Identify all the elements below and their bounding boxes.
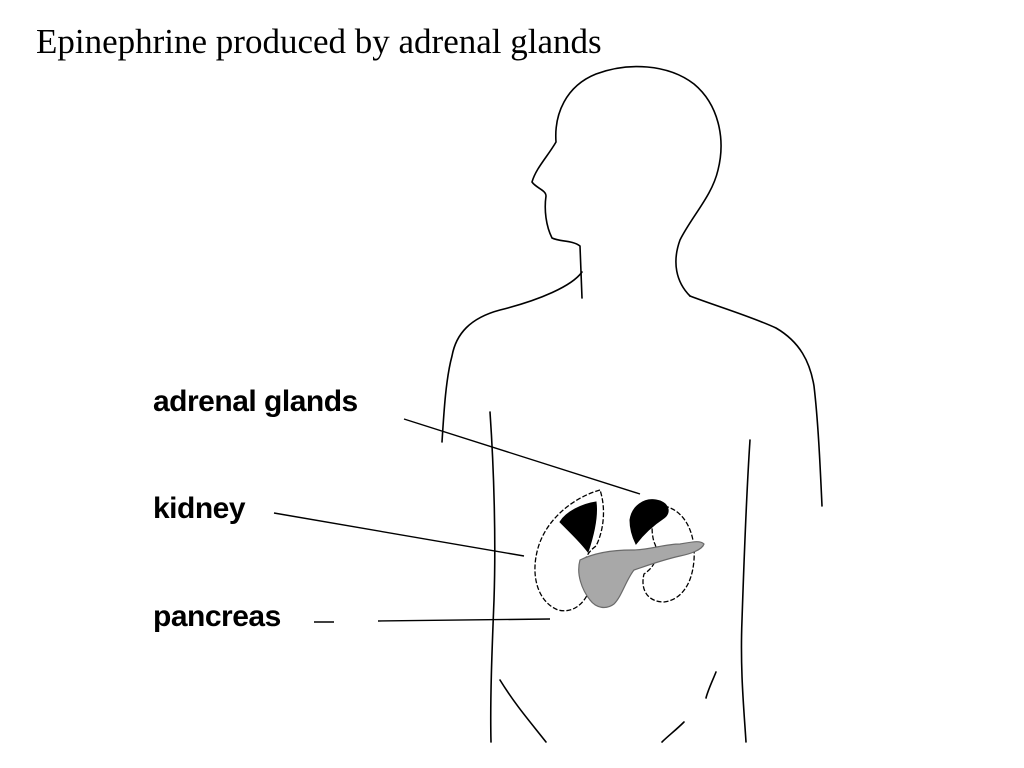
right-torso-outline [740, 439, 751, 743]
left-shoulder-outline [441, 271, 583, 443]
right-kidney [642, 505, 695, 603]
left-torso-outline [489, 411, 496, 743]
kidneys [534, 489, 695, 612]
pancreas-leader [377, 618, 551, 622]
right-adrenal-gland [629, 499, 669, 545]
leader-lines [273, 418, 641, 623]
right-hip-outline [661, 721, 685, 743]
pancreas [578, 541, 705, 609]
head-outline [531, 65, 722, 299]
right-hip-mark [705, 671, 717, 699]
left-adrenal-gland [559, 501, 597, 554]
right-shoulder-outline [689, 295, 823, 507]
slide-title: Epinephrine produced by adrenal glands [36, 22, 602, 61]
adrenal-glands-label: adrenal glands [153, 385, 358, 418]
kidney-label: kidney [153, 492, 246, 525]
left-hip-outline [499, 679, 547, 743]
adrenal-glands [559, 499, 669, 554]
pancreas-label: pancreas [153, 600, 281, 633]
body-outline [441, 65, 823, 743]
adrenal-glands-leader [403, 418, 641, 495]
kidney-leader [273, 512, 525, 557]
